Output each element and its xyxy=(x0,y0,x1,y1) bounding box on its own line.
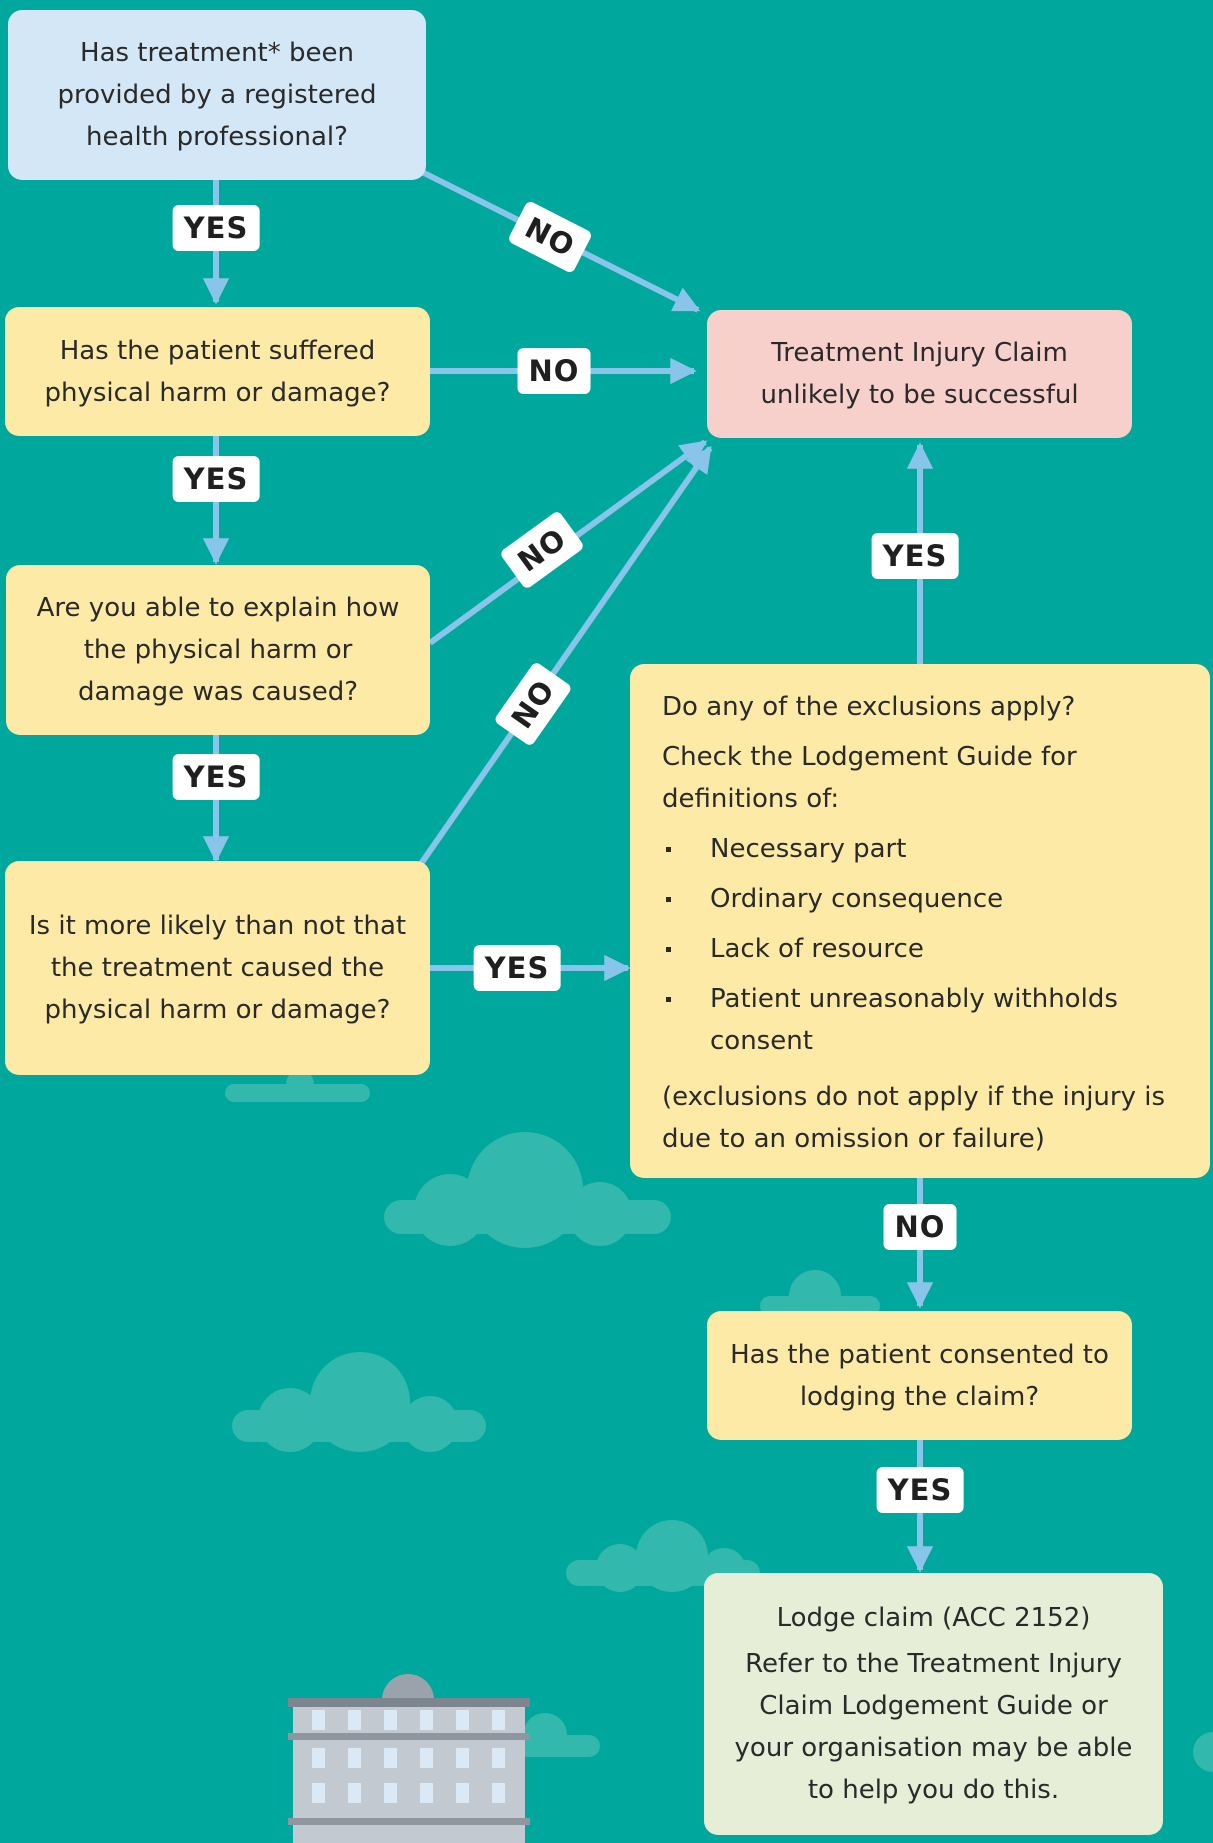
cloud xyxy=(225,1070,370,1102)
node-text: Treatment Injury Claim unlikely to be su… xyxy=(760,338,1079,410)
cloud xyxy=(232,1352,486,1452)
outcome-claim-unlikely: Treatment Injury Claim unlikely to be su… xyxy=(707,310,1132,438)
arrow-q4-no xyxy=(415,445,713,870)
node-registered-professional: Has treatment* been provided by a regist… xyxy=(8,10,426,180)
edge-label-q2-yes: YES xyxy=(172,456,260,502)
building-illustration xyxy=(288,1674,530,1843)
edge-label-q4-yes: YES xyxy=(473,945,561,991)
exclusions-list: Necessary part Ordinary consequence Lack… xyxy=(662,828,1186,1070)
node-text: Are you able to explain how the physical… xyxy=(36,593,400,707)
edge-label-consent-yes: YES xyxy=(876,1467,964,1513)
cloud-decorations xyxy=(225,1070,1213,1772)
edge-label-q1-yes: YES xyxy=(172,205,260,251)
exclusions-question: Do any of the exclusions apply? xyxy=(662,692,1076,722)
cloud xyxy=(384,1132,671,1248)
node-patient-consent: Has the patient consented to lodging the… xyxy=(707,1311,1132,1440)
exclusions-note: (exclusions do not apply if the injury i… xyxy=(662,1082,1166,1154)
exclusions-intro: Check the Lodgement Guide for definition… xyxy=(662,742,1077,814)
lodge-title: Lodge claim (ACC 2152) xyxy=(776,1603,1091,1633)
node-physical-harm: Has the patient suffered physical harm o… xyxy=(5,307,430,436)
edge-label-exclusions-yes: YES xyxy=(871,533,959,579)
node-exclusions: Do any of the exclusions apply? Check th… xyxy=(630,664,1210,1178)
edge-label-q2-no: NO xyxy=(517,348,591,394)
edge-label-exclusions-no: NO xyxy=(883,1204,957,1250)
node-explain-cause: Are you able to explain how the physical… xyxy=(6,565,430,735)
cloud xyxy=(1193,1732,1213,1772)
outcome-lodge-claim: Lodge claim (ACC 2152) Refer to the Trea… xyxy=(704,1573,1163,1835)
exclusion-item: Patient unreasonably withholds consent xyxy=(662,978,1186,1062)
cloud xyxy=(510,1713,600,1757)
exclusion-item: Necessary part xyxy=(662,828,1186,870)
exclusion-item: Ordinary consequence xyxy=(662,878,1186,920)
node-text: Has the patient suffered physical harm o… xyxy=(44,335,391,408)
node-text: Is it more likely than not that the trea… xyxy=(28,911,407,1025)
node-text: Has the patient consented to lodging the… xyxy=(730,1339,1109,1412)
exclusion-item: Lack of resource xyxy=(662,928,1186,970)
node-treatment-caused: Is it more likely than not that the trea… xyxy=(5,861,430,1075)
lodge-instructions: Refer to the Treatment Injury Claim Lodg… xyxy=(734,1649,1133,1805)
node-text: Has treatment* been provided by a regist… xyxy=(57,38,377,152)
edge-label-q3-yes: YES xyxy=(172,754,260,800)
